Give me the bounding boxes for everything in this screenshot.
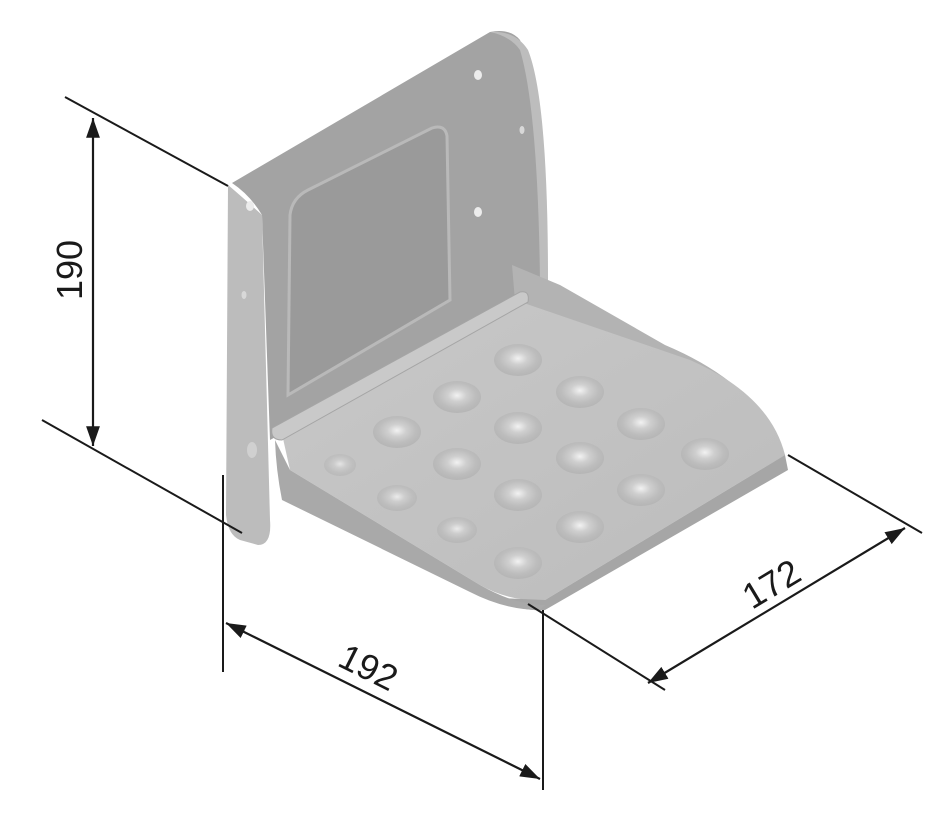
mount-hole [474,207,482,217]
left-flange [226,185,271,545]
back-plate [226,31,548,545]
dimples [324,344,729,579]
right-flange [490,31,548,284]
tread-surface [280,300,785,601]
dimension-height: 190 [41,96,243,534]
cross-rod [271,291,529,441]
mount-hole [474,70,482,80]
embossed-panel [286,125,452,398]
dimension-label-height: 190 [49,240,90,300]
tread-plate [271,265,788,611]
mount-hole [519,126,525,134]
dimension-label-width: 192 [332,635,404,698]
dimension-label-depth: 172 [735,551,808,617]
mount-hole [241,291,247,299]
mount-hole [247,442,257,458]
mount-hole [246,201,254,211]
